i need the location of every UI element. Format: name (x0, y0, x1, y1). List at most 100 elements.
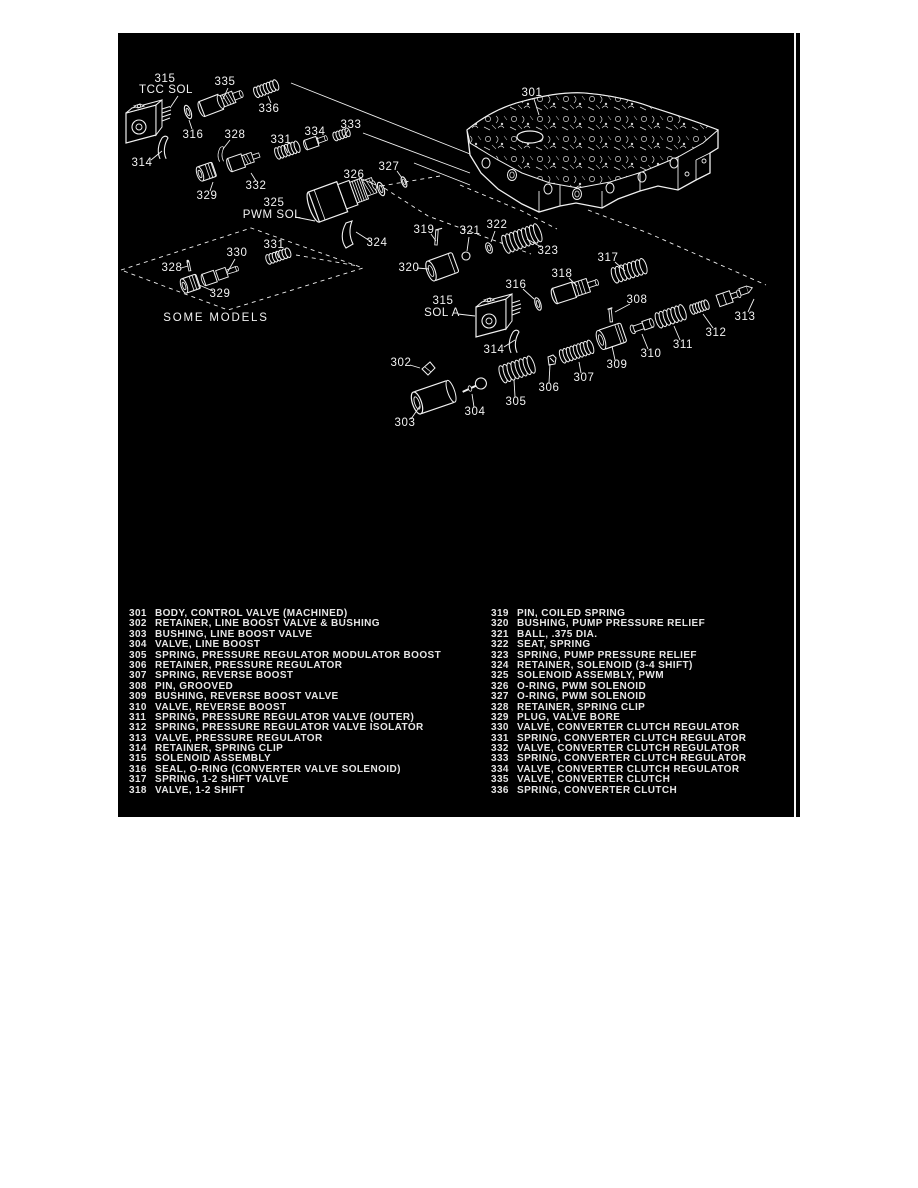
part-valveA (197, 90, 244, 118)
legend-part-number: 328 (491, 701, 509, 713)
callout-312: 312 (706, 327, 727, 339)
callout-leader (513, 379, 516, 398)
legend-part-number: 327 (491, 691, 509, 703)
legend-part-description: SPRING, CONVERTER CLUTCH (517, 784, 678, 796)
callout-321: 321 (460, 225, 481, 237)
legend-part-number: 329 (491, 711, 509, 723)
callout-328: 328 (225, 129, 246, 141)
callout-sol-a: SOL A (424, 307, 460, 319)
legend-part-number: 313 (129, 732, 147, 744)
callout-leader (490, 230, 496, 243)
part-spring (265, 247, 292, 265)
part-bushing320 (425, 252, 460, 282)
callout-316: 316 (183, 129, 204, 141)
part-spring (274, 140, 301, 160)
legend-part-description: SEAT, SPRING (517, 639, 591, 651)
callout-333: 333 (341, 119, 362, 131)
callout-leader (673, 325, 681, 341)
part-pwm (306, 177, 378, 223)
legend-part-description: BUSHING, REVERSE BOOST VALVE (155, 691, 339, 703)
valve-body-step-lines (538, 152, 711, 212)
part-clip (157, 135, 169, 160)
axis-leader-line (362, 132, 471, 174)
part-ret306 (547, 354, 557, 366)
part-spring (498, 355, 536, 384)
callout-leader (568, 277, 578, 287)
legend-part-number: 332 (491, 743, 509, 755)
legend-part-number: 331 (491, 732, 509, 744)
legend-entry: 327 O-RING, PWM SOLENOID (491, 691, 746, 703)
legend-part-description: SPRING, 1-2 SHIFT VALVE (155, 774, 289, 786)
part-plug (179, 273, 201, 294)
callout-328: 328 (162, 262, 183, 274)
callout-leader (209, 181, 214, 192)
part-clip (508, 329, 520, 354)
part-tri302 (421, 361, 436, 376)
part-spring (654, 304, 687, 329)
legend-part-description: VALVE, CONVERTER CLUTCH (517, 774, 671, 786)
callout-leader (222, 139, 231, 150)
legend-part-number: 326 (491, 680, 509, 692)
callout-leader (180, 265, 189, 269)
legend-part-number: 316 (129, 763, 147, 775)
legend-part-number: 318 (129, 784, 147, 796)
callout-leader (614, 303, 631, 313)
legend-part-number: 307 (129, 670, 147, 682)
callout-leader (267, 95, 272, 104)
callout-305: 305 (506, 396, 527, 408)
legend-entry: 328 RETAINER, SPRING CLIP (491, 701, 746, 713)
part-pin308 (607, 307, 614, 323)
callout-320: 320 (399, 262, 420, 274)
callout-327: 327 (379, 161, 400, 173)
legend-part-description: RETAINER, SPRING CLIP (517, 701, 646, 713)
legend-part-number: 302 (129, 618, 147, 630)
part-spring (689, 299, 710, 315)
callout-leader (430, 233, 437, 242)
legend-part-number: 315 (129, 753, 147, 765)
callout-leader (614, 261, 626, 272)
legend-part-number: 312 (129, 722, 147, 734)
callout-leader (188, 119, 193, 130)
legend-part-description: SPRING, PRESSURE REGULATOR MODULATOR BOO… (155, 649, 442, 661)
legend-part-number: 306 (129, 659, 147, 671)
callout-leader (548, 363, 551, 384)
legend-part-description: RETAINER, PRESSURE REGULATOR (155, 659, 343, 671)
part-seat (485, 242, 493, 254)
callout-326: 326 (344, 169, 365, 181)
legend-part-description: O-RING, PWM SOLENOID (517, 691, 647, 703)
callout-leader (409, 364, 421, 369)
part-tip313 (738, 285, 754, 296)
callout-330: 330 (227, 247, 248, 259)
callout-leader (526, 238, 542, 248)
callout-leader (410, 405, 421, 420)
part-oring (534, 297, 542, 311)
callout-leader (169, 95, 179, 109)
legend-entry: 331 SPRING, CONVERTER CLUTCH REGULATOR (491, 732, 747, 744)
callout-leader (275, 250, 280, 259)
legend-part-description: SPRING, PUMP PRESSURE RELIEF (517, 649, 697, 661)
legend-part-number: 311 (129, 711, 147, 723)
part-sol (125, 98, 172, 144)
callout-leader (283, 144, 289, 154)
part-spring (253, 79, 280, 99)
part-valve330 (200, 265, 239, 287)
legend-part-description: VALVE, CONVERTER CLUTCH REGULATOR (517, 763, 740, 775)
legend-part-description: SPRING, CONVERTER CLUTCH REGULATOR (517, 732, 747, 744)
callout-some-models: SOME MODELS (163, 312, 268, 324)
axis-leader-line (413, 162, 471, 186)
